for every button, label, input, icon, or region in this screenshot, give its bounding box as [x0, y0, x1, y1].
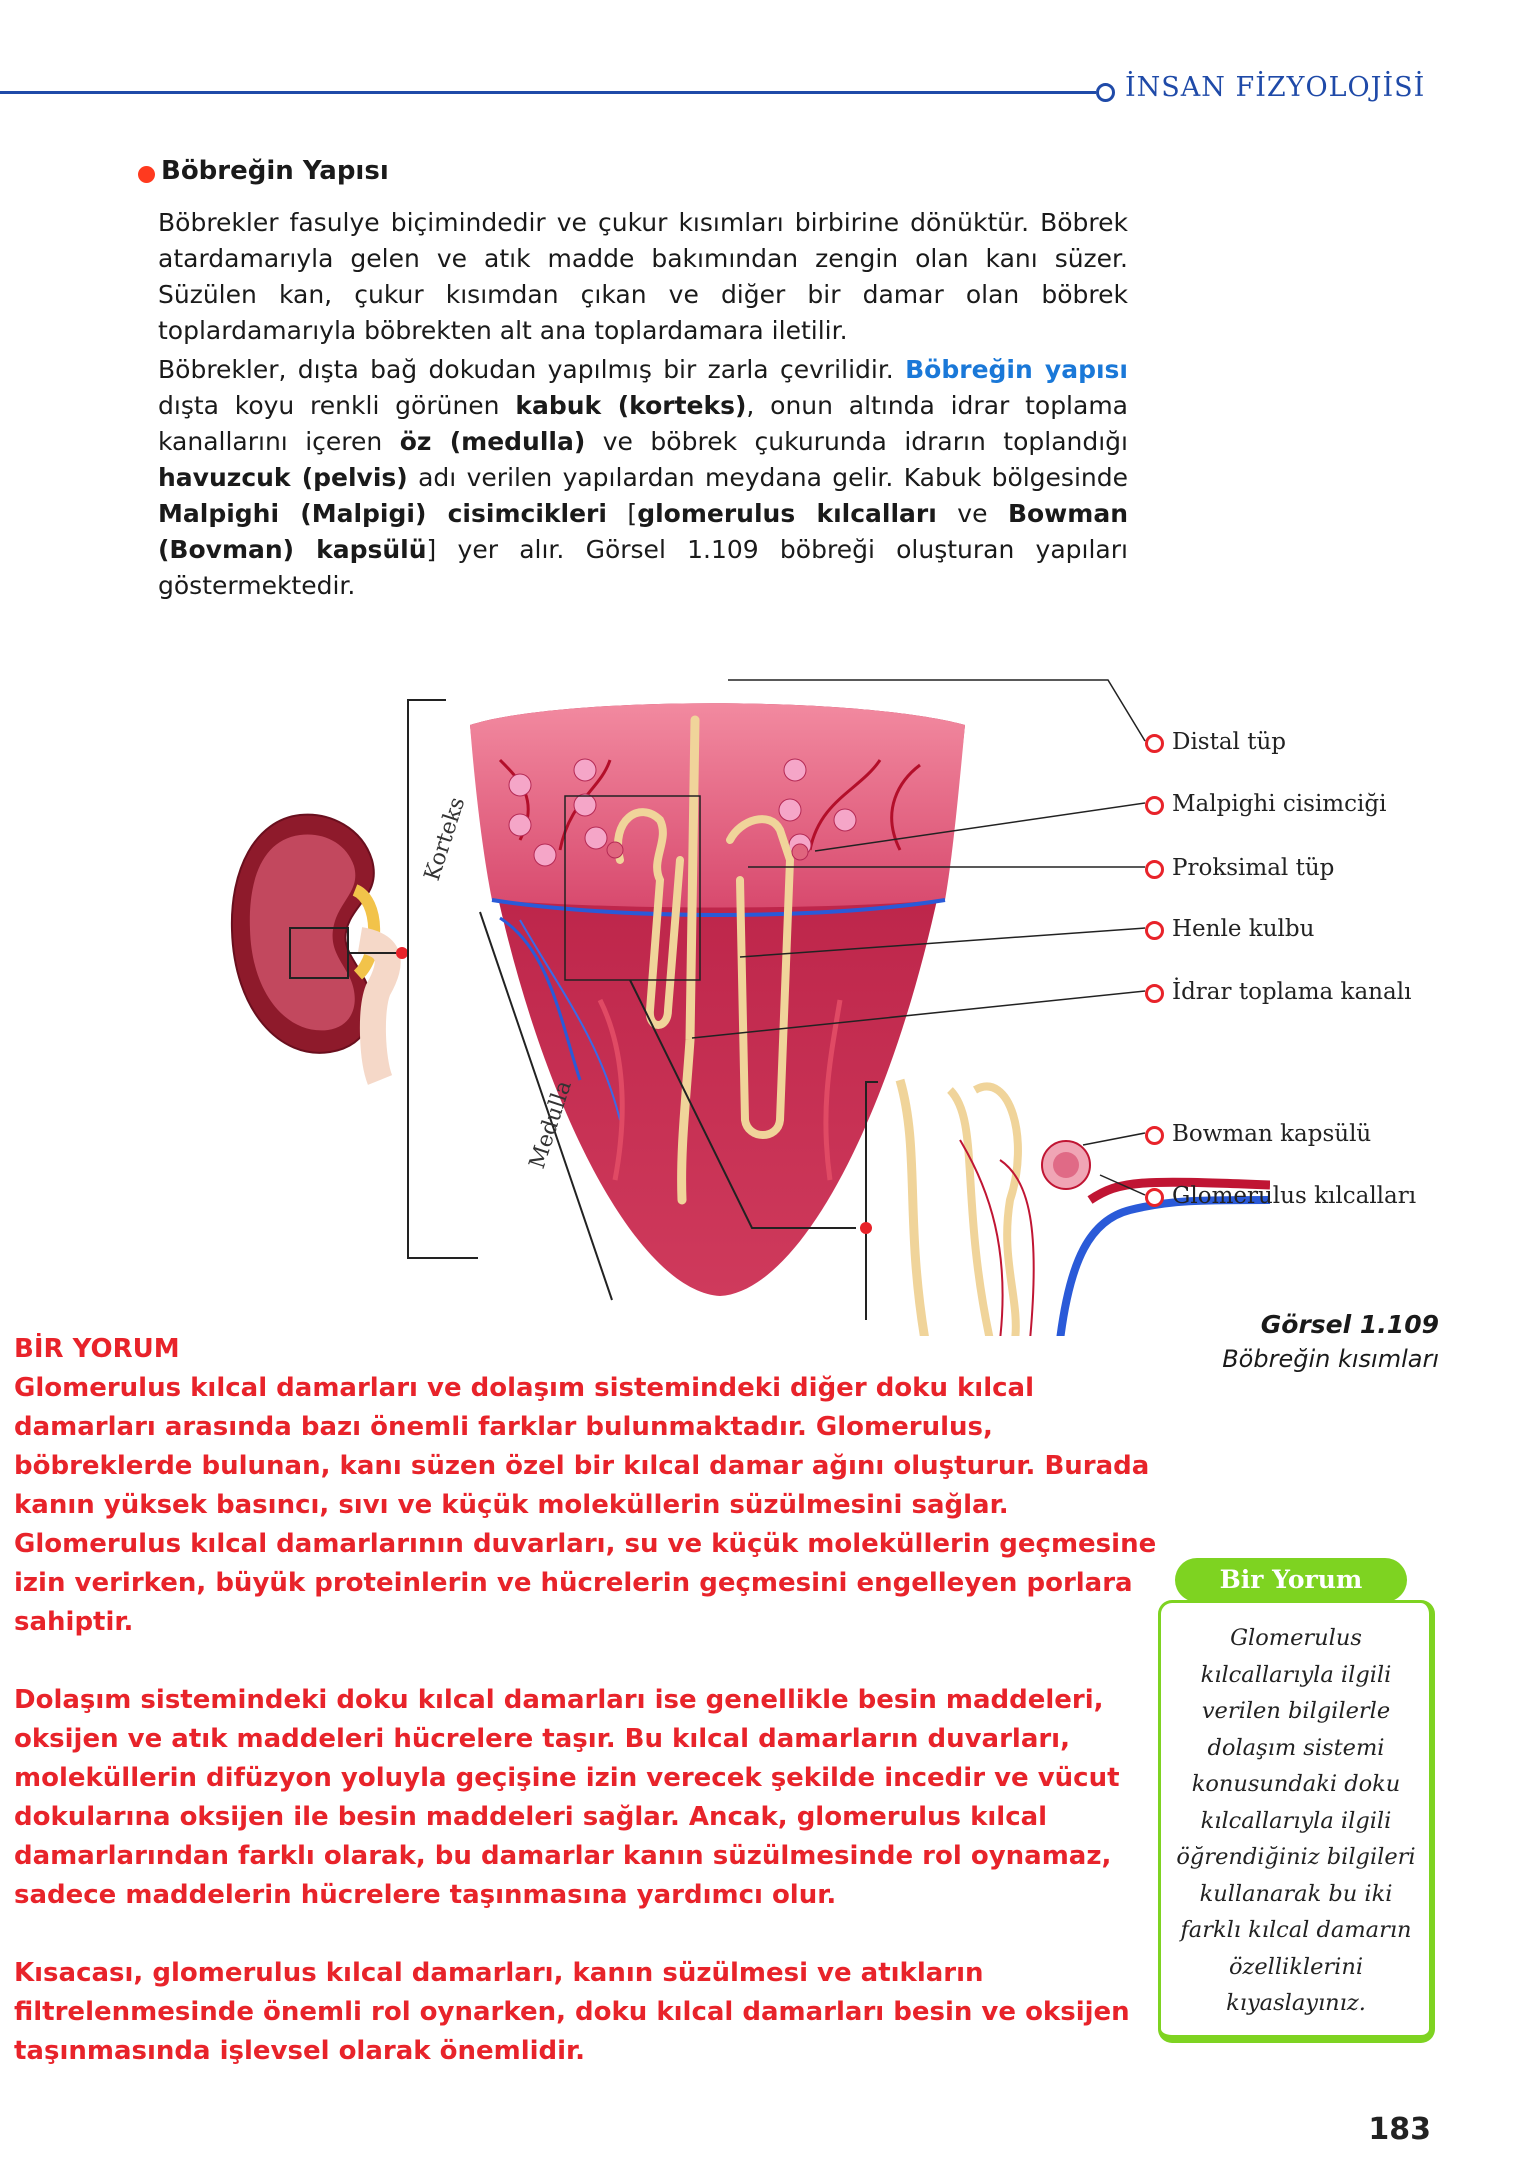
- comment-paragraph-2: Dolaşım sistemindeki doku kılcal damarla…: [14, 1685, 1120, 1910]
- label-glomerulus-capillaries: Glomerulus kılcalları: [1172, 1183, 1417, 1209]
- label-malpighi-body: Malpighi cisimciği: [1172, 791, 1387, 817]
- pointer-dot-icon: [860, 1222, 872, 1234]
- section-title: Böbreğin Yapısı: [161, 156, 389, 186]
- paragraph-1: Böbrekler fasulye biçimindedir ve çukur …: [158, 208, 1128, 345]
- label-ring-icon: [1145, 796, 1164, 815]
- figure-caption-number: Görsel 1.109: [1260, 1310, 1439, 1339]
- label-proximal-tube: Proksimal tüp: [1172, 855, 1335, 881]
- pointer-dot-icon: [396, 947, 408, 959]
- comment-title: BİR YORUM: [14, 1334, 180, 1364]
- figure-caption-title: Böbreğin kısımları: [1222, 1345, 1439, 1373]
- label-ring-icon: [1145, 734, 1164, 753]
- kidney-section-diagram: [470, 703, 965, 1296]
- kidney-icon: [230, 813, 401, 1085]
- paragraph-2: Böbrekler, dışta bağ dokudan yapılmış bi…: [158, 355, 1129, 600]
- nephron-zoom-inset: [895, 1078, 1270, 1336]
- label-ring-icon: [1145, 921, 1164, 940]
- label-henle-loop: Henle kulbu: [1172, 916, 1315, 942]
- comment-block: BİR YORUM Glomerulus kılcal damarları ve…: [14, 1330, 1164, 2071]
- comment-paragraph-1: Glomerulus kılcal damarları ve dolaşım s…: [14, 1373, 1157, 1637]
- bullet-dot-icon: [138, 166, 155, 183]
- header-rule: [0, 91, 1096, 94]
- label-bowman-capsule: Bowman kapsülü: [1172, 1121, 1372, 1147]
- header-title: İNSAN FİZYOLOJİSİ: [1125, 72, 1426, 103]
- medulla-label: Medulla: [525, 1078, 577, 1172]
- label-ring-icon: [1145, 860, 1164, 879]
- cortex-label: Korteks: [420, 794, 470, 884]
- side-box-text: Glomerulus kılcallarıyla ilgili verilen …: [1176, 1625, 1416, 2016]
- label-distal-tube: Distal tüp: [1172, 729, 1287, 755]
- page-number: 183: [1368, 2112, 1431, 2147]
- side-box-title: Bir Yorum: [1175, 1558, 1407, 1602]
- highlight-term: Böbreğin yapısı: [905, 355, 1128, 384]
- comment-paragraph-3: Kısacası, glomerulus kılcal damarları, k…: [14, 1958, 1130, 2066]
- label-ring-icon: [1145, 1188, 1164, 1207]
- label-collecting-duct: İdrar toplama kanalı: [1172, 979, 1412, 1005]
- header-ring-icon: [1096, 83, 1115, 102]
- label-ring-icon: [1145, 984, 1164, 1003]
- kidney-figure: Korteks Medulla: [230, 679, 1270, 1336]
- label-ring-icon: [1145, 1126, 1164, 1145]
